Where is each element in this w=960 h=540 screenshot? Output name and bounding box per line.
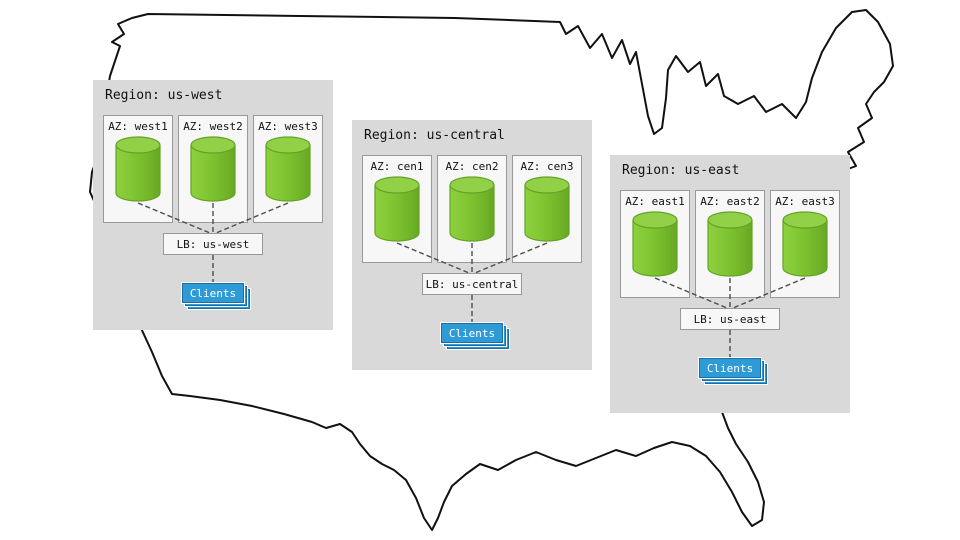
az-label: AZ: east1	[625, 195, 685, 208]
database-cylinder-icon	[190, 136, 236, 202]
az-label: AZ: east2	[700, 195, 760, 208]
database-cylinder-icon	[449, 176, 495, 242]
az-label: AZ: cen3	[520, 160, 574, 173]
load-balancer-box: LB: us-central	[422, 273, 522, 295]
clients-stack: Clients	[182, 283, 250, 309]
database-cylinder-icon	[782, 211, 828, 277]
clients-stack: Clients	[441, 323, 509, 349]
region-title: Region: us-west	[105, 88, 223, 103]
database-cylinder-icon	[632, 211, 678, 277]
az-box: AZ: east3	[770, 190, 840, 298]
database-cylinder-icon	[374, 176, 420, 242]
clients-label: Clients	[441, 323, 503, 343]
az-label: AZ: east3	[775, 195, 835, 208]
az-box: AZ: east1	[620, 190, 690, 298]
az-label: AZ: west1	[108, 120, 168, 133]
az-label: AZ: cen1	[370, 160, 424, 173]
az-box: AZ: west3	[253, 115, 323, 223]
clients-label: Clients	[699, 358, 761, 378]
load-balancer-box: LB: us-east	[680, 308, 780, 330]
database-cylinder-icon	[707, 211, 753, 277]
region-title: Region: us-central	[364, 128, 505, 143]
az-label: AZ: west3	[258, 120, 318, 133]
az-label: AZ: west2	[183, 120, 243, 133]
clients-stack: Clients	[699, 358, 767, 384]
az-box: AZ: cen3	[512, 155, 582, 263]
clients-label: Clients	[182, 283, 244, 303]
az-label: AZ: cen2	[445, 160, 499, 173]
database-cylinder-icon	[524, 176, 570, 242]
database-cylinder-icon	[265, 136, 311, 202]
region-box-us-central: Region: us-central AZ: cen1 AZ: cen2 AZ:…	[352, 120, 592, 370]
region-box-us-east: Region: us-east AZ: east1 AZ: east2 AZ: …	[610, 155, 850, 413]
az-box: AZ: cen1	[362, 155, 432, 263]
az-box: AZ: west2	[178, 115, 248, 223]
region-box-us-west: Region: us-west AZ: west1 AZ: west2 AZ: …	[93, 80, 333, 330]
load-balancer-box: LB: us-west	[163, 233, 263, 255]
az-box: AZ: west1	[103, 115, 173, 223]
database-cylinder-icon	[115, 136, 161, 202]
az-box: AZ: cen2	[437, 155, 507, 263]
az-box: AZ: east2	[695, 190, 765, 298]
region-title: Region: us-east	[622, 163, 740, 178]
